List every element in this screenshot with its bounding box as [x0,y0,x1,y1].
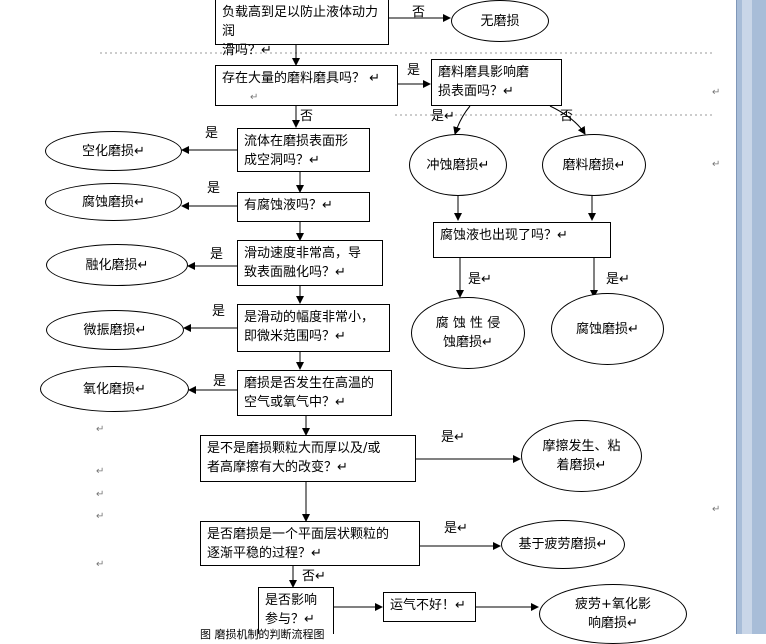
node-no-wear: 无磨损 [451,0,549,42]
node-q-abrasive-affect: 磨料磨具影响磨 损表面吗？↵ [431,59,562,106]
node-q-load: 负载高到足以防止液体动力润 滑吗？↵ [215,0,389,58]
paragraph-mark: ↵ [96,511,105,522]
label-yes-abrasive: 是 [407,63,421,78]
node-q-oxidation: 磨损是否发生在高温的 空气或氧气中？↵ [237,370,392,416]
paragraph-mark: ↵ [96,559,105,570]
node-oxidation-wear: 氧化磨损↵ [40,366,189,412]
node-adhesion-wear: 摩擦发生、粘 着磨损↵ [521,420,642,492]
node-fatigue-wear: 基于疲劳磨损↵ [501,520,625,569]
edge-affect-no [549,105,586,135]
label-yes-affect: 是↵ [431,109,455,124]
label-no-abrasive: 否 [300,109,314,124]
node-erosion-wear: 冲蚀磨损↵ [409,134,507,196]
paragraph-mark: ↵ [96,466,105,477]
node-melting-wear: 融化磨损↵ [46,244,188,286]
label-yes-adhesion: 是↵ [441,430,465,445]
label-yes-corrosion2: 是↵ [606,272,630,287]
figure-caption: 图 磨损机制的判断流程图 [200,628,325,641]
paragraph-mark: ↵ [250,92,259,103]
paragraph-mark: ↵ [96,424,105,435]
node-cavitation-wear: 空化磨损↵ [45,131,182,171]
paragraph-mark: ↵ [712,159,721,170]
node-fatigue-oxidation-wear: 疲劳+氧化影 响磨损↵ [539,584,687,644]
label-yes-cavitation: 是 [205,126,219,141]
label-no-fatigue: 否↵ [302,569,326,584]
paragraph-mark: ↵ [712,87,721,98]
node-corrosion-wear-2: 腐蚀磨损↵ [551,293,664,365]
node-fretting-wear: 微振磨损↵ [46,310,184,350]
node-q-abrasive: 存在大量的磨料磨具吗？ ↵ [215,65,398,106]
label-yes-fatigue: 是↵ [444,521,468,536]
scrollbar-track[interactable] [742,0,752,634]
label-yes-oxidation: 是 [213,374,227,389]
node-q-influence: 是否影响 参与？↵ [258,587,334,634]
edge-affect-yes [453,105,471,135]
node-q-corrosive: 有腐蚀液吗？↵ [237,192,370,222]
node-q-fatigue: 是否磨损是一个平面层状颗粒的 逐渐平稳的过程？↵ [200,521,420,566]
node-q-fretting: 是滑动的幅度非常小， 即微米范围吗？↵ [237,304,390,352]
node-bad-luck: 运气不好！↵ [383,592,476,622]
paragraph-mark: ↵ [96,489,105,500]
label-yes-corrosive: 是 [207,181,221,196]
node-corrosive-erosion-wear: 腐 蚀 性 侵 蚀磨损↵ [411,297,525,369]
label-yes-melting: 是 [210,247,224,262]
label-yes-fretting: 是 [212,304,226,319]
node-q-adhesion: 是不是磨损颗粒大而厚以及/或 者高摩擦有大的改变？↵ [200,435,416,482]
label-no-top: 否 [412,5,426,20]
node-corrosion-wear: 腐蚀磨损↵ [45,183,182,221]
node-q-cavitation: 流体在磨损表面形 成空洞吗？↵ [237,128,370,172]
node-q-corrosive-also: 腐蚀液也出现了吗？↵ [433,222,611,258]
node-abrasive-wear: 磨料磨损↵ [542,134,646,196]
label-no-affect: 否 [560,109,574,124]
label-yes-corrosive-erosion: 是↵ [468,272,492,287]
node-q-melting: 滑动速度非常高，导 致表面融化吗？↵ [237,240,383,286]
paragraph-mark: ↵ [712,504,721,515]
